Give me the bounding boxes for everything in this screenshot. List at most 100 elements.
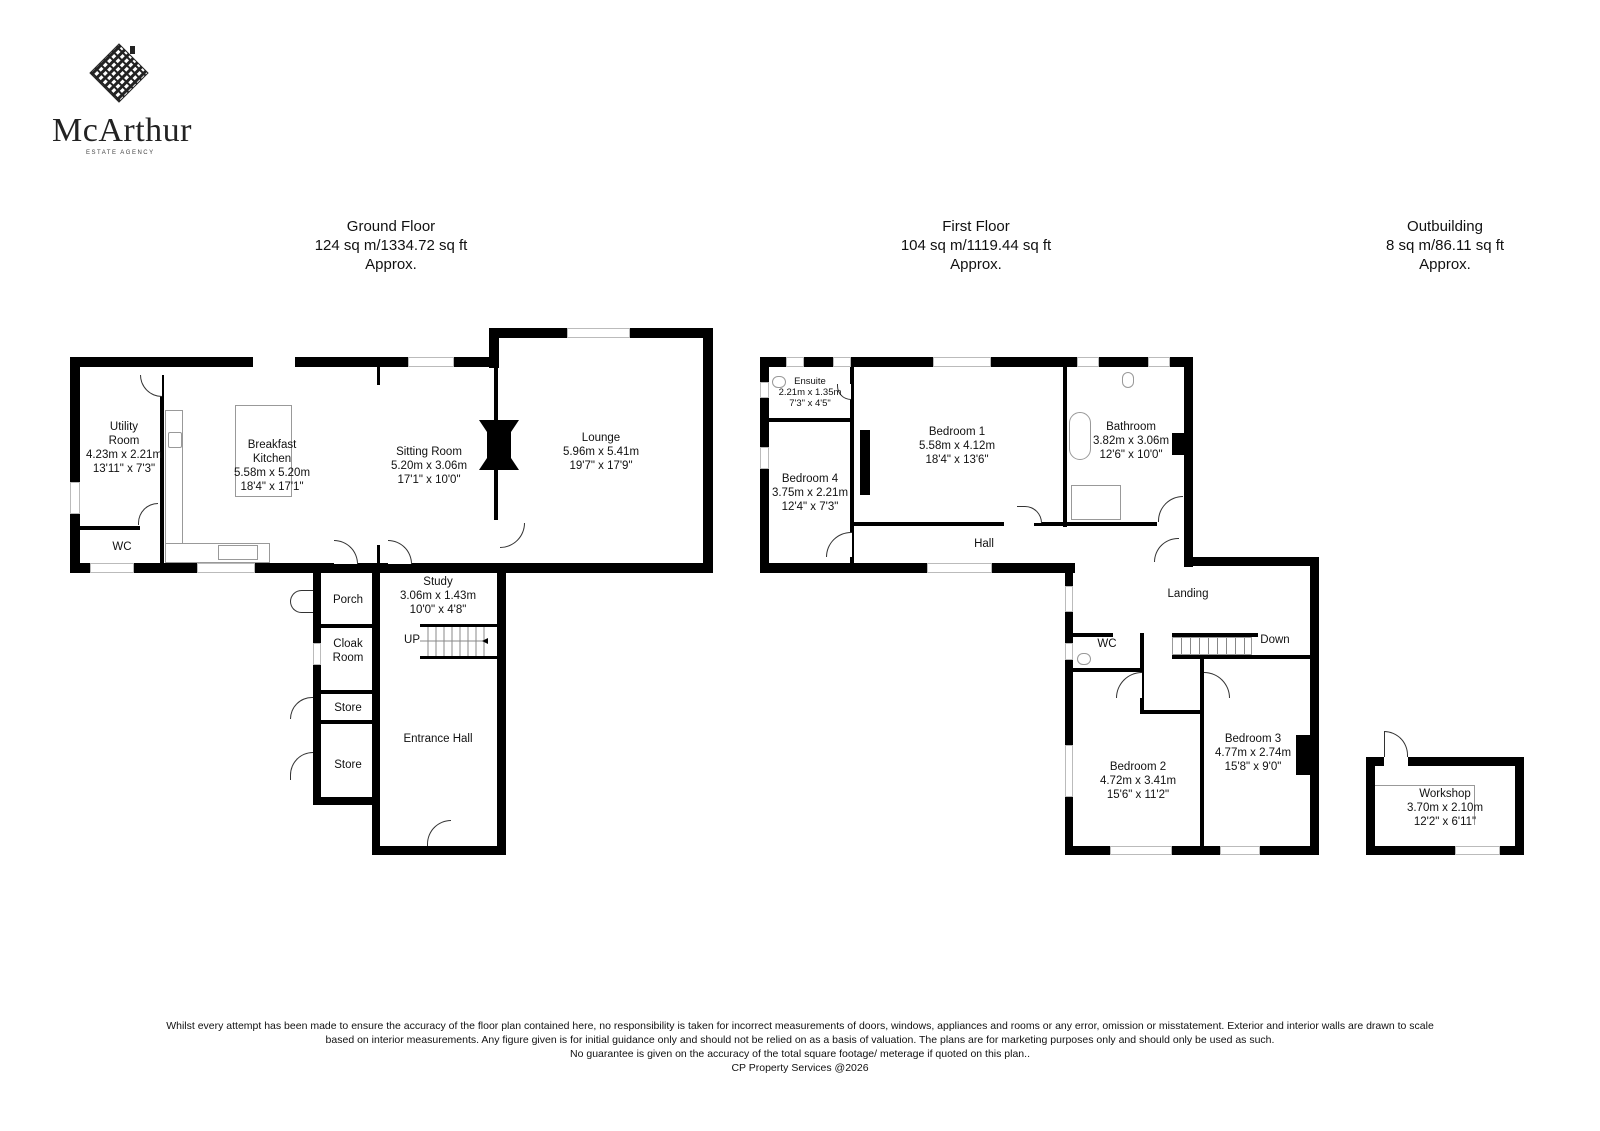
window (1148, 357, 1170, 367)
wall (420, 624, 500, 627)
wall (1073, 633, 1113, 637)
window (70, 482, 80, 514)
front-door[interactable] (427, 820, 451, 846)
wall (1063, 367, 1067, 527)
wall (497, 565, 506, 855)
wall (377, 545, 380, 573)
door[interactable] (500, 523, 525, 548)
wall (1366, 757, 1375, 855)
hob-icon (168, 432, 182, 448)
window (1220, 846, 1260, 855)
window (197, 563, 255, 573)
wall (70, 563, 712, 573)
wall (1366, 846, 1524, 855)
copyright: CP Property Services @2026 (731, 1062, 869, 1074)
room-label-store: Store (334, 702, 362, 714)
door[interactable] (290, 752, 313, 780)
wall (1065, 565, 1073, 855)
chimney-breast (860, 430, 870, 495)
room-label-hall: Hall (974, 538, 994, 550)
door[interactable] (1384, 731, 1408, 757)
toilet-icon (1077, 653, 1091, 665)
wall (850, 367, 854, 567)
kitchen-island (235, 405, 292, 497)
window (1455, 846, 1500, 855)
wall (372, 846, 506, 855)
window (927, 563, 992, 573)
window (1077, 357, 1099, 367)
sink-icon (218, 545, 258, 560)
wall (1140, 633, 1144, 713)
door[interactable] (290, 697, 313, 719)
wall (1140, 710, 1203, 714)
window (1065, 586, 1073, 612)
window (1065, 745, 1073, 797)
floor-note: Approx. (950, 256, 1002, 273)
bath-icon (1069, 412, 1091, 460)
wall (313, 624, 375, 628)
wall (854, 522, 1004, 526)
window (1110, 846, 1172, 855)
stairs-up-label: UP (404, 634, 420, 646)
window (90, 563, 134, 573)
outbuilding-heading: Outbuilding 8 sq m/86.11 sq ft Approx. (1386, 217, 1504, 274)
floor-note: Approx. (365, 256, 417, 273)
door[interactable] (1204, 672, 1230, 698)
chimney (1172, 433, 1186, 455)
wall (1366, 757, 1524, 766)
wall (1184, 557, 1319, 566)
door[interactable] (1017, 506, 1042, 523)
floor-title: Ground Floor (346, 218, 436, 235)
floor-area: 8 sq m/86.11 sq ft (1385, 237, 1505, 254)
wall (1184, 357, 1193, 567)
window (567, 328, 630, 338)
door[interactable] (138, 503, 158, 525)
room-label-landing: Landing (1167, 588, 1209, 600)
ground-floor-heading: Ground Floor 124 sq m/1334.72 sq ft Appr… (315, 217, 468, 274)
stairs-icon (420, 627, 488, 656)
window (313, 643, 321, 665)
shower-tray-icon (1071, 485, 1121, 520)
wall (372, 565, 380, 855)
door[interactable] (1154, 538, 1179, 562)
wall (313, 797, 375, 805)
logo-name: McArthur (52, 112, 192, 149)
room-label-wc: WC (112, 541, 132, 553)
door[interactable] (140, 375, 162, 397)
disclaimer-line: Whilst every attempt has been made to en… (166, 1020, 1434, 1032)
workbench (1375, 785, 1475, 825)
floor-note: Approx. (1419, 256, 1471, 273)
door[interactable] (388, 540, 412, 564)
door[interactable] (826, 532, 852, 557)
wall (1310, 557, 1319, 855)
wall (760, 563, 1075, 573)
wall (313, 565, 321, 805)
door[interactable] (1116, 672, 1142, 698)
toilet-icon (772, 376, 786, 388)
window (760, 447, 769, 469)
wall (1515, 757, 1524, 855)
wall (1034, 522, 1066, 526)
floor-area: 104 sq m/1119.44 sq ft (900, 237, 1052, 254)
stairs-icon (1172, 637, 1252, 655)
wall (1073, 668, 1143, 672)
logo-subtitle: ESTATE AGENCY (86, 150, 155, 156)
disclaimer-line: based on interior measurements. Any figu… (325, 1034, 1275, 1046)
chimney-breast (1296, 735, 1310, 775)
door[interactable] (290, 590, 313, 613)
window (933, 357, 991, 367)
window (833, 357, 851, 367)
door[interactable] (1158, 496, 1183, 522)
door[interactable] (334, 540, 358, 564)
